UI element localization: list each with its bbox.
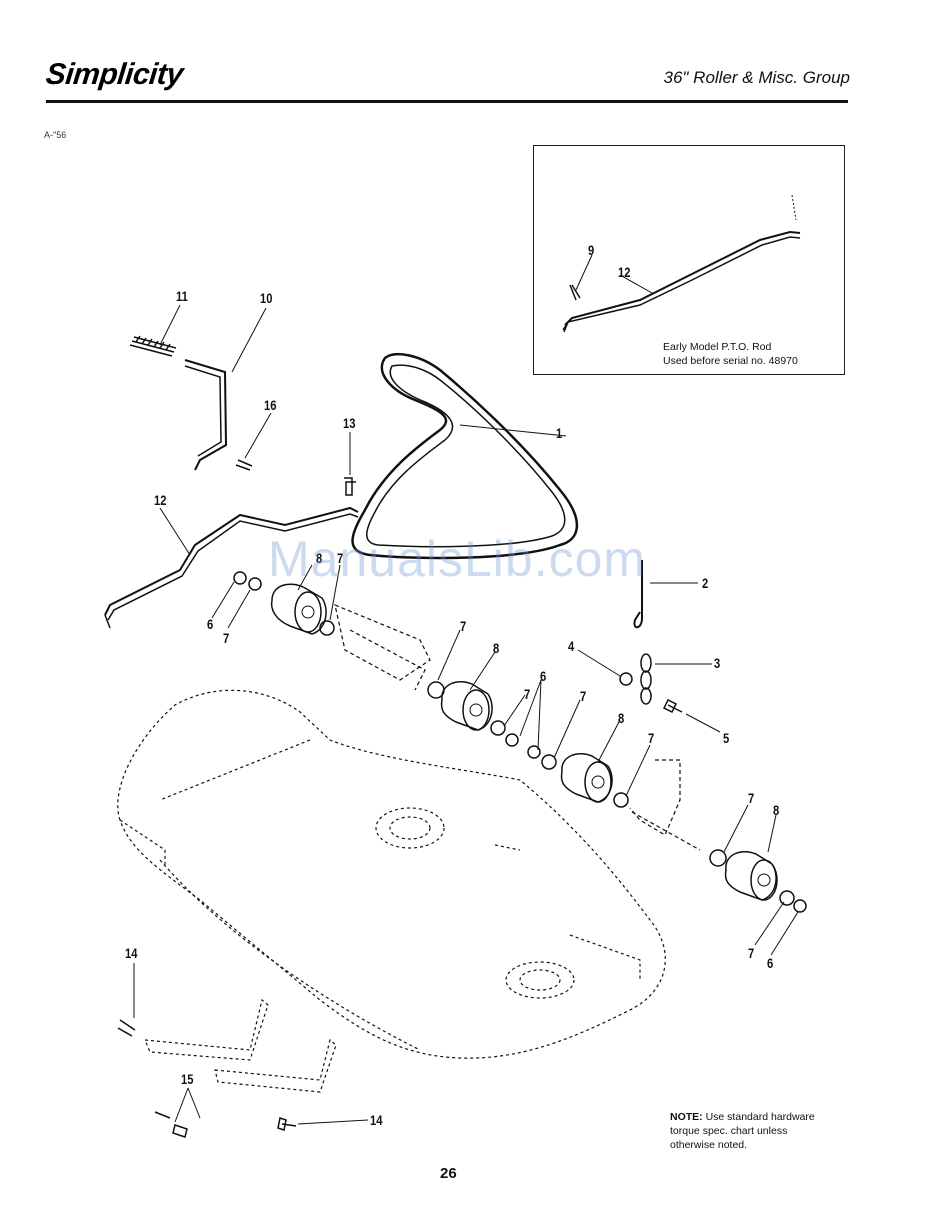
- callout-6c: 6: [767, 955, 773, 971]
- bolt: [664, 700, 682, 712]
- callout-10: 10: [260, 290, 272, 306]
- note-text-line1: Use standard hardware: [706, 1111, 815, 1123]
- callout-7g: 7: [748, 790, 754, 806]
- callout-7f: 7: [648, 730, 654, 746]
- cotter-pin: [236, 460, 252, 470]
- callout-14b: 14: [370, 1112, 382, 1128]
- spindle-right: [506, 962, 574, 998]
- callout-16: 16: [264, 397, 276, 413]
- callout-14a: 14: [125, 945, 137, 961]
- callout-7a: 7: [223, 630, 229, 646]
- callout-12b: 12: [618, 264, 630, 280]
- callout-12a: 12: [154, 492, 166, 508]
- page-number: 26: [440, 1165, 457, 1182]
- nut: [620, 673, 632, 685]
- mower-deck: [118, 690, 665, 1058]
- callout-2: 2: [702, 575, 708, 591]
- callout-4: 4: [568, 638, 574, 654]
- callout-8b: 8: [493, 640, 499, 656]
- inset-caption-line1: Early Model P.T.O. Rod: [663, 340, 798, 354]
- callout-8d: 8: [773, 802, 779, 818]
- bolt-front: [278, 1118, 296, 1130]
- callout-3: 3: [714, 655, 720, 671]
- callout-6a: 6: [207, 616, 213, 632]
- callout-5: 5: [723, 730, 729, 746]
- spindle-center: [376, 808, 444, 848]
- hairpin-clip: [344, 478, 356, 495]
- chain: [641, 654, 651, 704]
- roller-bracket: [335, 605, 430, 680]
- inset-caption: Early Model P.T.O. Rod Used before seria…: [663, 340, 798, 368]
- inset-caption-line2: Used before serial no. 48970: [663, 354, 798, 368]
- note-label: NOTE:: [670, 1111, 703, 1123]
- note-text-line3: otherwise noted.: [670, 1138, 815, 1152]
- note-text-line2: torque spec. chart unless: [670, 1124, 815, 1138]
- callout-9: 9: [588, 242, 594, 258]
- callout-13: 13: [343, 415, 355, 431]
- callout-1: 1: [556, 425, 562, 441]
- callout-15: 15: [181, 1071, 193, 1087]
- roller-lower: [562, 754, 628, 807]
- watermark: ManualsLib.com: [268, 530, 646, 588]
- front-bracket: [145, 1000, 268, 1060]
- roller-middle: [428, 682, 556, 769]
- bolt-nut-15: [155, 1112, 187, 1137]
- callout-11: 11: [176, 288, 188, 304]
- inset-pto-rod: [565, 232, 800, 325]
- belt: [353, 354, 577, 558]
- hardware-note: NOTE: Use standard hardware torque spec.…: [670, 1110, 815, 1152]
- callout-6b: 6: [540, 668, 546, 684]
- callout-7e: 7: [580, 688, 586, 704]
- callout-8c: 8: [618, 710, 624, 726]
- inset-cotter-pin: [570, 285, 580, 300]
- callout-7c: 7: [460, 618, 466, 634]
- callout-7h: 7: [748, 945, 754, 961]
- callout-7d: 7: [524, 686, 530, 702]
- spring: [130, 336, 176, 356]
